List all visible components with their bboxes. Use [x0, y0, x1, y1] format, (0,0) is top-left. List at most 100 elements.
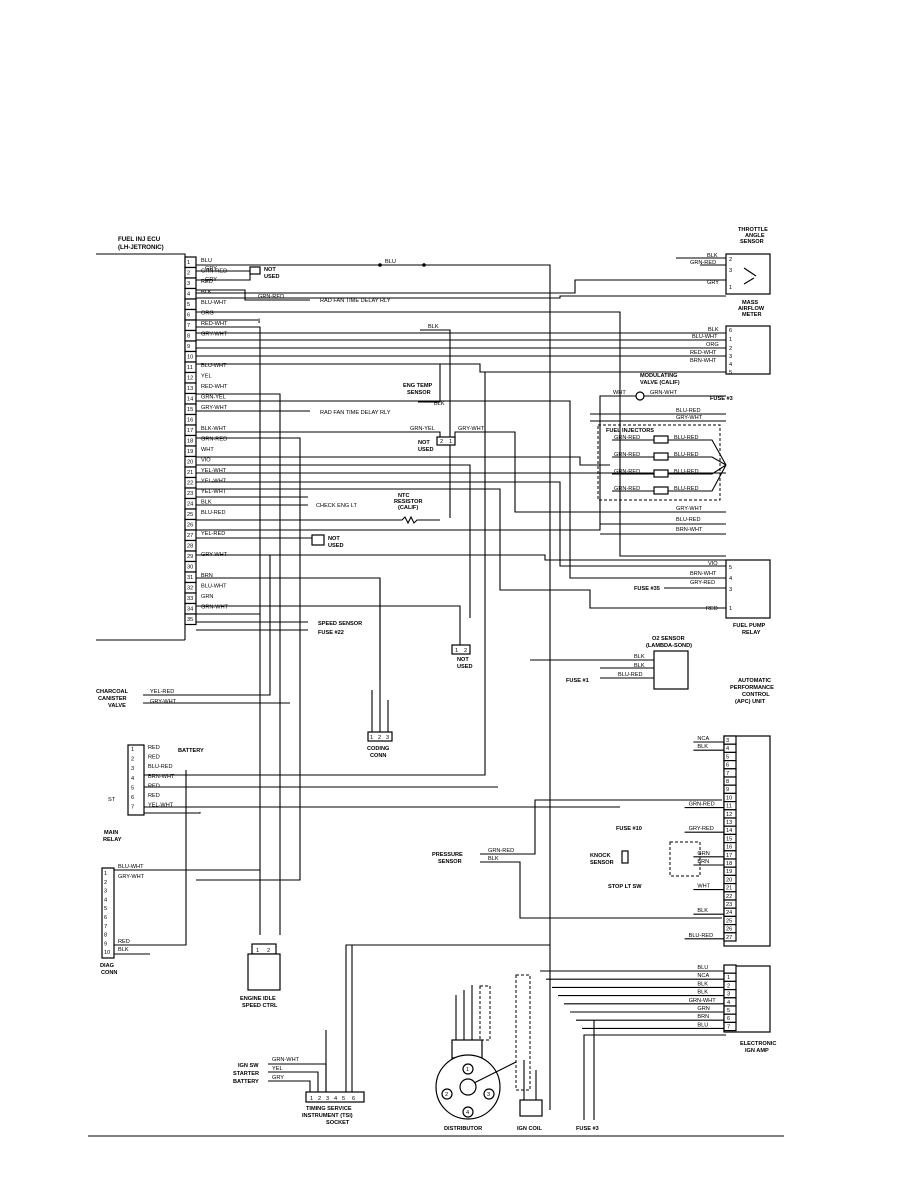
not-used-mid-1: NOT: [418, 440, 430, 446]
rad-fan-label-1: RAD FAN TIME DELAY RLY: [320, 298, 391, 304]
diag-pin-number: 5: [104, 906, 107, 912]
ecu-pin-number: 21: [187, 470, 193, 476]
wire-gry-wht-cc: GRY-WHT: [150, 699, 177, 705]
mod-valve-label-2: VALVE (CALIF): [640, 380, 680, 386]
apc-pin-number: 21: [726, 886, 732, 892]
ecu-pin-number: 32: [187, 586, 193, 592]
wire-blk-diag: BLK: [118, 947, 129, 953]
ecu-pin-number: 16: [187, 418, 193, 424]
relay-pin-number: 7: [131, 805, 134, 811]
ecu-pin-number: 19: [187, 449, 193, 455]
svg-text:2: 2: [464, 648, 467, 654]
apc-pin-wire: BRN: [697, 859, 709, 865]
svg-text:1: 1: [729, 337, 732, 343]
apc-pin-wire: GRN-RED: [689, 802, 715, 808]
ecu-pin-wire: BLU-WHT: [201, 300, 227, 306]
fuse10-label: FUSE #10: [616, 826, 642, 832]
distributor-label: DISTRIBUTOR: [444, 1126, 482, 1132]
apc-pin-wire: BLK: [697, 908, 708, 914]
apc-label-3: CONTROL: [742, 692, 770, 698]
relay-pin-wire: BRN-WHT: [148, 774, 175, 780]
svg-text:1: 1: [370, 735, 373, 741]
ecu-pin-box: [184, 613, 197, 626]
knock-label-1: KNOCK: [590, 853, 611, 859]
relay-pin-wire: RED: [148, 793, 160, 799]
amp-pin-number: 3: [727, 992, 730, 998]
ecu-pin-number: 22: [187, 481, 193, 487]
diag-pin-number: 9: [104, 941, 107, 947]
ecu-pin-number: 11: [187, 365, 193, 371]
ecu-pin-wire: BRN: [201, 573, 213, 579]
not-used-box-low: [311, 534, 325, 546]
apc-pin-number: 27: [726, 935, 732, 941]
apc-pin-number: 11: [726, 804, 732, 810]
speed-sensor-label: SPEED SENSOR: [318, 621, 362, 627]
ecu-pin-wire: GRY-WHT: [201, 405, 228, 411]
wire-gry-tas: GRY: [707, 280, 719, 286]
apc-unit: AUTOMATIC PERFORMANCE CONTROL (APC) UNIT…: [684, 678, 774, 947]
apc-pin-number: 14: [726, 828, 732, 834]
ecu-pin-number: 14: [187, 397, 193, 403]
ecu-pin-wire: BLU: [201, 258, 212, 264]
apc-label-2: PERFORMANCE: [730, 685, 774, 691]
ecu-pin-number: 33: [187, 596, 193, 602]
eng-temp-label-2: SENSOR: [407, 390, 431, 396]
ign-amp-label-2: IGN AMP: [745, 1048, 769, 1054]
wire-gry-tsi: GRY: [272, 1075, 284, 1081]
amp-pin-box: [723, 964, 737, 974]
wire-red-fpr: RED: [706, 606, 718, 612]
ecu-pin-wire: RED: [201, 279, 213, 285]
ecu-pin-wire: GRN-RED: [201, 437, 227, 443]
wire-yel-tsi: YEL: [272, 1066, 283, 1072]
wire-vio-fpr: VIO: [708, 561, 718, 567]
apc-pin-number: 16: [726, 845, 732, 851]
ecu-pin-wire: GRN-WHT: [201, 605, 229, 611]
ecu-pin-wire: GRY-WHT: [201, 332, 228, 338]
wire-yel-red-cc: YEL-RED: [150, 689, 174, 695]
apc-pin-number: 9: [726, 787, 729, 793]
wire-blk-top: BLK: [428, 324, 439, 330]
relay-pin-number: 1: [131, 747, 134, 753]
apc-pin-number: 5: [726, 754, 729, 760]
ecu-pin-wire: ORG: [201, 311, 214, 317]
apc-pin-number: 7: [726, 771, 729, 777]
ign-amp-label-1: ELECTRONIC: [740, 1041, 776, 1047]
ecu-pin-number: 31: [187, 575, 193, 581]
injector-wire-in: GRN-RED: [614, 452, 640, 458]
not-used-box-top: [249, 266, 261, 275]
tsi-label-3: SOCKET: [326, 1120, 350, 1126]
amp-pin-number: 1: [727, 975, 730, 981]
amp-pin-number: 2: [727, 983, 730, 989]
knock-sensor-plug: [621, 850, 629, 864]
throttle-label-1: THROTTLE: [738, 227, 768, 233]
ntc-label-1: NTC: [398, 493, 410, 499]
ecu-pin-wire: BLK-WHT: [201, 426, 227, 432]
pressure-label-1: PRESSURE: [432, 852, 463, 858]
svg-text:3: 3: [729, 354, 732, 360]
fuel-pump-label-1: FUEL PUMP: [733, 623, 765, 629]
svg-text:2: 2: [267, 948, 270, 954]
wire-brn-wht-inj: BRN-WHT: [676, 527, 703, 533]
fuse35-label: FUSE #35: [634, 586, 660, 592]
svg-text:5: 5: [342, 1096, 345, 1102]
diag-pin-number: 3: [104, 889, 107, 895]
injector-wire-out: BLU-RED: [674, 452, 699, 458]
ecu-pin-number: 28: [187, 544, 193, 550]
mod-valve-label-1: MODULATING: [640, 373, 678, 379]
maf-label-3: METER: [742, 312, 762, 318]
stop-lt-label: STOP LT SW: [608, 884, 642, 890]
relay-pin-wire: RED: [148, 783, 160, 789]
ign-coil-label: IGN COIL: [517, 1126, 542, 1132]
fuel-pump-label-2: RELAY: [742, 630, 761, 636]
amp-pin-number: 5: [727, 1008, 730, 1014]
wire-gry-wht-inj2: GRY-WHT: [676, 506, 703, 512]
relay-pin-number: 4: [131, 776, 134, 782]
apc-pin-wire: GRY-RED: [689, 826, 714, 832]
diag-pin-number: 4: [104, 897, 107, 903]
svg-text:3: 3: [487, 1092, 490, 1098]
coding-label-1: CODING: [367, 746, 389, 752]
